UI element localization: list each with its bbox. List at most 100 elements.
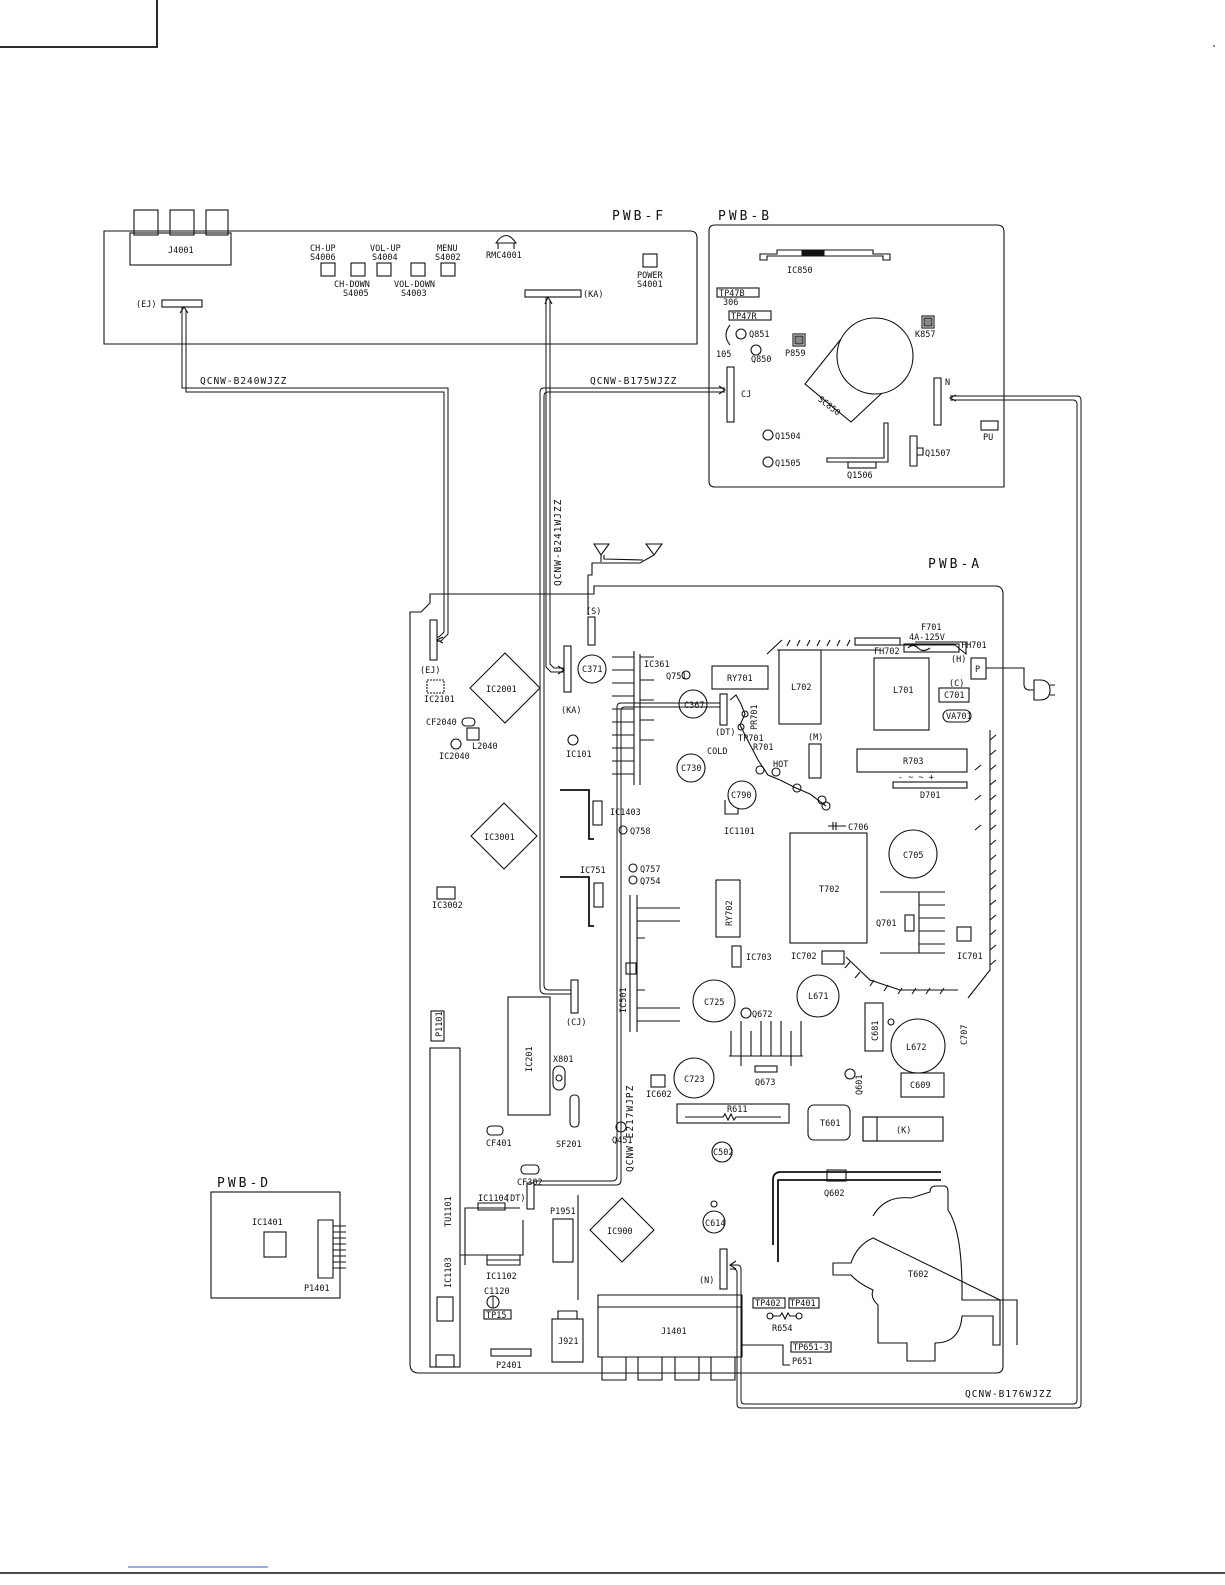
pwb-a-title: PWB-A (928, 557, 982, 572)
q602-label: Q602 (824, 1189, 844, 1199)
ej-label-f: (EJ) (136, 300, 156, 310)
tp15-label: TP15 (486, 1311, 506, 1321)
ka-connector-a (563, 645, 572, 693)
s-label: (S) (586, 607, 601, 617)
r701-label: R701 (753, 743, 773, 753)
c725-cap (692, 979, 736, 1023)
s4002-switch (440, 262, 456, 277)
l672-label: L672 (906, 1043, 926, 1053)
tp401-label: TP401 (790, 1299, 816, 1309)
cj-label-b: CJ (741, 390, 751, 400)
q602-heatsink (772, 1171, 941, 1262)
q451-label: Q451 (612, 1136, 632, 1146)
ic602-label: IC602 (646, 1090, 672, 1100)
x801-crystal (552, 1065, 566, 1091)
s4003-label: S4003 (401, 289, 427, 299)
l671-coil (796, 974, 840, 1018)
va701-label: VA701 (946, 712, 972, 722)
fh701-label: FH701 (961, 641, 987, 651)
ch-down-label: CH-DOWN (334, 280, 370, 290)
c502-label: C502 (713, 1148, 733, 1158)
r654-label: R654 (772, 1324, 792, 1334)
ry701-label: RY701 (727, 674, 753, 684)
ic501-heatsink (629, 895, 680, 1032)
ic751-label: IC751 (580, 866, 606, 876)
pwb-f-board: PWB-F J4001 CH-UP S4006 VOL-UP S4004 MEN… (103, 209, 698, 345)
j921-jack (551, 1318, 584, 1363)
q1506-heatsink (826, 422, 889, 463)
q601-label: Q601 (855, 1075, 865, 1095)
q851-part (735, 328, 747, 340)
ch-up-label: CH-UP (310, 244, 336, 254)
ic501-label: IC501 (619, 987, 629, 1013)
f701-rating-label: 4A-125V (909, 633, 945, 643)
l702-label: L702 (791, 683, 811, 693)
c614-cap (702, 1210, 726, 1234)
menu-label: MENU (437, 244, 457, 254)
ka-label-f: (KA) (583, 290, 603, 300)
k857-part (921, 315, 935, 329)
ic703-label: IC703 (746, 953, 772, 963)
cf401-label: CF401 (486, 1139, 512, 1149)
p1401-label: P1401 (304, 1284, 330, 1294)
q1505-label: Q1505 (775, 459, 801, 469)
c609-cap (900, 1072, 945, 1098)
j1401-label: J1401 (661, 1327, 687, 1337)
l2040-label: L2040 (472, 742, 498, 752)
ic702-label: IC702 (791, 952, 817, 962)
ic201-label: IC201 (525, 1046, 535, 1072)
t601-transformer (807, 1104, 851, 1141)
q1507-part (909, 435, 924, 467)
c367-cap (678, 689, 708, 719)
ic1401-chip (263, 1231, 287, 1258)
ej-label-a: (EJ) (420, 666, 440, 676)
n-label-a: (N) (699, 1276, 714, 1286)
q1504-label: Q1504 (775, 432, 801, 442)
ic3001-label: IC3001 (484, 833, 515, 843)
c1120-label: C1120 (484, 1287, 510, 1297)
r611-resistor (676, 1103, 790, 1124)
vol-up-label: VOL-UP (370, 244, 401, 254)
ic1102-label: IC1102 (486, 1272, 517, 1282)
l701-label: L701 (893, 686, 913, 696)
c706-label: C706 (848, 823, 868, 833)
tp402-label: TP402 (755, 1299, 781, 1309)
ic2001-label: IC2001 (486, 685, 517, 695)
cable-b241-label: QCNW-B241WJZZ (553, 499, 564, 586)
c730-cap (676, 753, 706, 783)
ry702-label: RY702 (725, 900, 735, 926)
ry702-relay (715, 879, 741, 938)
speaker-symbols (587, 543, 664, 615)
t702-label: T702 (819, 885, 839, 895)
rmc4001-sensor: RMC4001 (486, 234, 522, 261)
p105-label: 105 (716, 350, 731, 360)
ic1104-label: IC1104 (478, 1194, 509, 1204)
pwb-a-board: PWB-A (EJ) (S) (KA) IC2101 IC2001 CF2040… (409, 557, 1055, 1381)
t702-transformer (789, 832, 868, 944)
cj-connector-a (570, 979, 579, 1014)
d701-polarity-label: - ~ ~ + (898, 773, 934, 783)
n-connector-b (933, 377, 942, 426)
l671-label: L671 (808, 992, 828, 1002)
q673-label: Q673 (755, 1078, 775, 1088)
r611-label: R611 (727, 1105, 747, 1115)
n-connector-a (719, 1248, 728, 1290)
pwb-f-title: PWB-F (612, 209, 666, 224)
power-label: POWER (637, 271, 663, 281)
ic1101-label: IC1101 (724, 827, 755, 837)
ka-label-a: (KA) (561, 706, 581, 716)
p306-label: 306 (723, 298, 738, 308)
ic850-part (759, 249, 891, 261)
q1506-label: Q1506 (847, 471, 873, 481)
cable-e217-label: QCNW-E217WJPZ (625, 1085, 636, 1172)
t602-label: T602 (908, 1270, 928, 1280)
sc850-label: SC850 (816, 395, 842, 419)
q758-label: Q758 (630, 827, 650, 837)
c681-label: C681 (871, 1021, 881, 1041)
ic2001-chip (469, 652, 541, 724)
t602-flyback (832, 1185, 1003, 1362)
l702-coil (778, 649, 822, 725)
q754-label: Q754 (640, 877, 660, 887)
s4004-switch (376, 262, 392, 277)
q701-label: Q701 (876, 919, 896, 929)
